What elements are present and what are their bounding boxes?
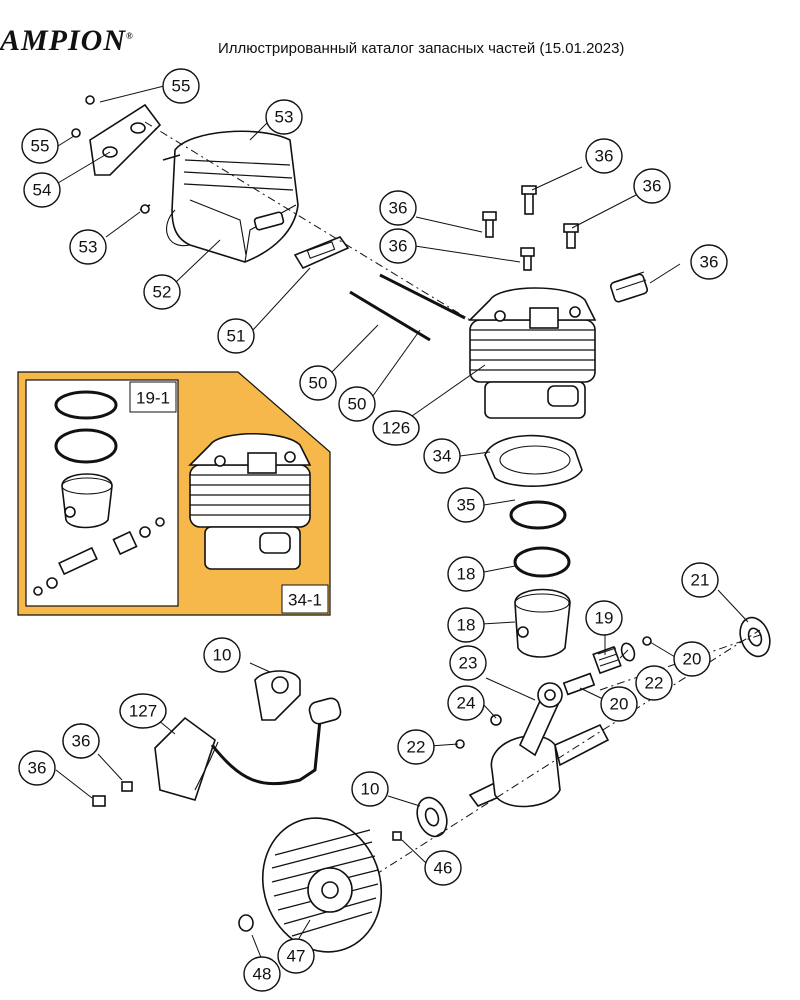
callout-number: 18 <box>457 616 476 635</box>
callout-54: 54 <box>23 172 61 208</box>
callout-18: 18 <box>447 607 485 643</box>
muffler-assembly <box>71 95 471 342</box>
callout-36: 36 <box>585 138 623 174</box>
callout-number: 36 <box>389 199 408 218</box>
callout-127: 127 <box>119 693 167 729</box>
cylinder-gasket <box>484 434 583 487</box>
callout-35: 35 <box>447 487 485 523</box>
callout-126: 126 <box>372 410 420 446</box>
callout-36: 36 <box>633 168 671 204</box>
callout-number: 18 <box>457 565 476 584</box>
callout-number: 52 <box>153 283 172 302</box>
callout-number: 10 <box>361 780 380 799</box>
callout-number: 20 <box>610 695 629 714</box>
callout-number: 36 <box>700 253 719 272</box>
callout-number: 36 <box>595 147 614 166</box>
callout-number: 34 <box>433 447 452 466</box>
callout-number: 35 <box>457 496 476 515</box>
piston <box>514 588 571 658</box>
leader-lines <box>55 85 749 961</box>
callout-10: 10 <box>203 637 241 673</box>
kit-19-1-label: 19-1 <box>136 389 170 408</box>
catalog-title: Иллюстрированный каталог запасных частей… <box>218 40 625 57</box>
callout-22: 22 <box>635 665 673 701</box>
brand-logo: AMPION® <box>0 24 134 57</box>
callout-number: 55 <box>172 77 191 96</box>
callout-24: 24 <box>447 685 485 721</box>
kit-34-1-label-box <box>281 584 329 614</box>
callout-34: 34 <box>423 438 461 474</box>
callout-20: 20 <box>600 686 638 722</box>
callout-number: 19 <box>595 609 614 628</box>
callout-number: 24 <box>457 694 476 713</box>
callout-10: 10 <box>351 771 389 807</box>
callout-number: 46 <box>434 859 453 878</box>
callout-36: 36 <box>690 244 728 280</box>
kit-34-1-label: 34-1 <box>288 591 322 610</box>
callout-number: 36 <box>389 237 408 256</box>
callout-number: 36 <box>643 177 662 196</box>
callout-number: 22 <box>407 738 426 757</box>
callout-number: 23 <box>459 654 478 673</box>
inset-panel: 19-1 34-1 <box>17 371 331 616</box>
callout-36: 36 <box>379 190 417 226</box>
callout-19: 19 <box>585 600 623 636</box>
callout-number: 48 <box>253 965 272 984</box>
callout-number: 126 <box>382 419 410 438</box>
decompression-valve <box>609 271 649 303</box>
callout-55: 55 <box>21 128 59 164</box>
callout-36: 36 <box>62 723 100 759</box>
ignition-coil <box>92 670 342 807</box>
callout-22: 22 <box>397 729 435 765</box>
callout-number: 55 <box>31 137 50 156</box>
cylinder <box>468 287 597 419</box>
callout-number: 51 <box>227 327 246 346</box>
callout-51: 51 <box>217 318 255 354</box>
callout-50: 50 <box>299 365 337 401</box>
callout-36: 36 <box>379 228 417 264</box>
callout-36: 36 <box>18 750 56 786</box>
callout-number: 21 <box>691 571 710 590</box>
callout-number: 127 <box>129 702 157 721</box>
callout-number: 53 <box>79 238 98 257</box>
piston-ring-lower <box>513 546 571 578</box>
callout-52: 52 <box>143 274 181 310</box>
callout-23: 23 <box>449 645 487 681</box>
callout-number: 36 <box>72 732 91 751</box>
callout-55: 55 <box>162 68 200 104</box>
callout-53: 53 <box>265 99 303 135</box>
callout-50: 50 <box>338 386 376 422</box>
callout-number: 22 <box>645 674 664 693</box>
cylinder-screws <box>482 185 579 271</box>
flywheel <box>238 817 402 953</box>
kit-19-1-label-box <box>129 381 177 413</box>
crankshaft <box>468 682 610 808</box>
callout-number: 50 <box>309 374 328 393</box>
callout-21: 21 <box>681 562 719 598</box>
callout-number: 53 <box>275 108 294 127</box>
callout-number: 47 <box>287 947 306 966</box>
callout-48: 48 <box>243 956 281 992</box>
callout-number: 20 <box>683 650 702 669</box>
callout-53: 53 <box>69 229 107 265</box>
callout-18: 18 <box>447 556 485 592</box>
piston-ring-upper <box>509 500 567 530</box>
callout-46: 46 <box>424 850 462 886</box>
callout-number: 54 <box>33 181 52 200</box>
callout-number: 10 <box>213 646 232 665</box>
callout-20: 20 <box>673 641 711 677</box>
callout-47: 47 <box>277 938 315 974</box>
callout-number: 36 <box>28 759 47 778</box>
callout-number: 50 <box>348 395 367 414</box>
callout-labels: 55 55 53 54 53 52 51 50 50 36 36 36 36 36 126 34 35 18 18 1… <box>18 68 728 992</box>
